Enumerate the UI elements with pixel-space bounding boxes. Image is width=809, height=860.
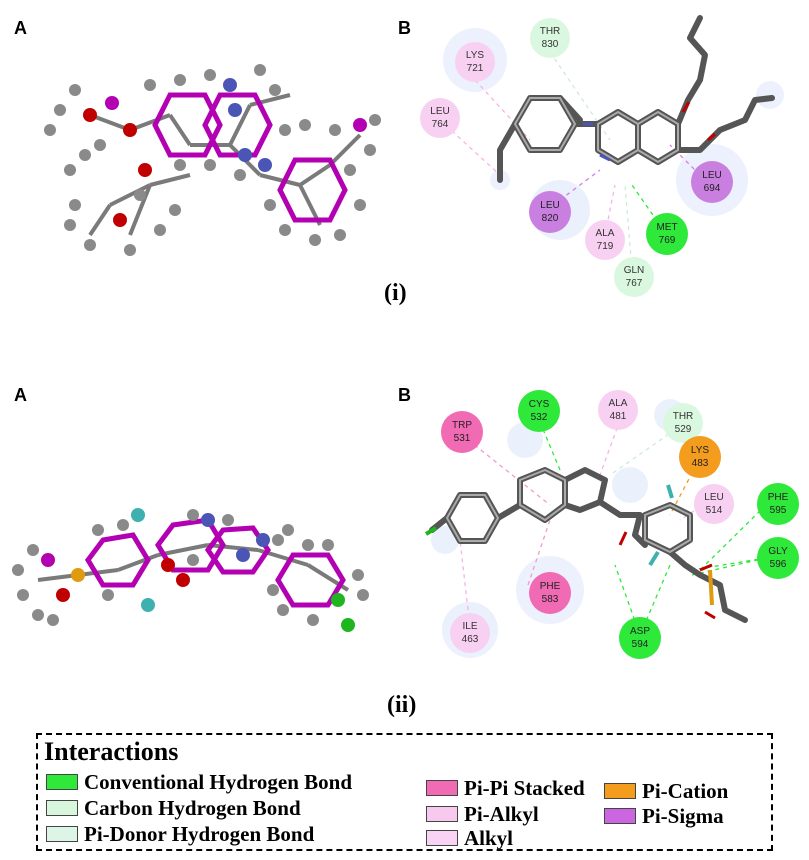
svg-text:596: 596 [770, 559, 787, 570]
svg-text:820: 820 [542, 213, 559, 224]
ligand-3d-model-top [44, 64, 381, 256]
svg-text:ASP: ASP [630, 626, 650, 637]
legend-item-pi-donor-hb: Pi-Donor Hydrogen Bond [46, 822, 314, 846]
svg-text:514: 514 [706, 505, 723, 516]
legend-item-pi-sigma: Pi-Sigma [604, 804, 724, 828]
legend-swatch [46, 826, 78, 842]
svg-text:GLN: GLN [624, 265, 645, 276]
legend-item-alkyl: Alkyl [426, 826, 513, 850]
residue-ala-719: ALA 719 [585, 220, 625, 260]
legend-item-pi-pi-stacked: Pi-Pi Stacked [426, 776, 585, 800]
residue-lys-721: LYS 721 [455, 42, 495, 82]
svg-text:GLY: GLY [768, 546, 788, 557]
svg-text:MET: MET [656, 222, 677, 233]
svg-text:531: 531 [454, 433, 471, 444]
residue-phe-583: PHE 583 [529, 572, 571, 614]
residue-leu-694: LEU 694 [691, 161, 733, 203]
legend-item-pi-cation: Pi-Cation [604, 779, 728, 803]
svg-text:764: 764 [432, 119, 449, 130]
svg-text:THR: THR [540, 26, 561, 37]
svg-text:PHE: PHE [540, 581, 561, 592]
residue-phe-595: PHE 595 [757, 483, 799, 525]
svg-text:694: 694 [704, 183, 721, 194]
legend-title: Interactions [44, 737, 179, 766]
panel-caption-ii: (ii) [387, 692, 417, 718]
svg-text:595: 595 [770, 505, 787, 516]
panel-label-bottom-a: A [14, 385, 27, 405]
panel-label-top-b: B [398, 18, 411, 38]
svg-text:LYS: LYS [466, 50, 484, 61]
svg-text:594: 594 [632, 639, 649, 650]
residue-gln-767: GLN 767 [614, 257, 654, 297]
residue-cys-532: CYS 532 [518, 390, 560, 432]
legend-swatch [426, 830, 458, 846]
residue-trp-531: TRP 531 [441, 411, 483, 453]
legend-item-conventional-hb: Conventional Hydrogen Bond [46, 770, 352, 794]
svg-text:483: 483 [692, 458, 709, 469]
svg-text:769: 769 [659, 235, 676, 246]
legend-swatch [426, 806, 458, 822]
svg-text:LEU: LEU [704, 492, 723, 503]
atom-spheres-bottom [41, 508, 355, 632]
svg-text:721: 721 [467, 63, 484, 74]
legend-swatch [426, 780, 458, 796]
panel-label-top-a: A [14, 18, 27, 38]
interaction-diagram-i: THR 830 LYS 721 LEU 764 LEU 820 ALA 719 … [420, 15, 784, 297]
interactions-legend: Interactions Conventional Hydrogen Bond … [36, 733, 773, 851]
legend-item-carbon-hb: Carbon Hydrogen Bond [46, 796, 301, 820]
atom-spheres [83, 78, 367, 227]
legend-swatch [46, 774, 78, 790]
panel-caption-i: (i) [384, 280, 407, 306]
interaction-diagram-ii: TRP 531 CYS 532 ALA 481 THR 529 LYS 483 … [424, 390, 799, 659]
legend-item-pi-alkyl: Pi-Alkyl [426, 802, 539, 826]
svg-text:ILE: ILE [462, 621, 477, 632]
residue-leu-764: LEU 764 [420, 98, 460, 138]
ligand-3d-model-bottom [12, 508, 369, 632]
residue-leu-820: LEU 820 [529, 191, 571, 233]
svg-text:719: 719 [597, 241, 614, 252]
residue-lys-483: LYS 483 [679, 436, 721, 478]
residue-gly-596: GLY 596 [757, 537, 799, 579]
residue-ile-463: ILE 463 [450, 613, 490, 653]
svg-text:TRP: TRP [452, 420, 472, 431]
svg-text:767: 767 [626, 278, 643, 289]
svg-text:CYS: CYS [529, 399, 550, 410]
svg-text:529: 529 [675, 424, 692, 435]
residue-ala-481: ALA 481 [598, 390, 638, 430]
residue-met-769: MET 769 [646, 213, 688, 255]
residue-leu-514: LEU 514 [694, 484, 734, 524]
svg-text:ALA: ALA [596, 228, 615, 239]
svg-text:LYS: LYS [691, 445, 709, 456]
svg-text:532: 532 [531, 412, 548, 423]
svg-text:463: 463 [462, 634, 479, 645]
panel-label-bottom-b: B [398, 385, 411, 405]
legend-swatch [46, 800, 78, 816]
legend-swatch [604, 808, 636, 824]
svg-text:LEU: LEU [540, 200, 559, 211]
svg-text:ALA: ALA [609, 398, 628, 409]
legend-swatch [604, 783, 636, 799]
residue-thr-529: THR 529 [663, 403, 703, 443]
svg-text:481: 481 [610, 411, 627, 422]
svg-text:LEU: LEU [430, 106, 449, 117]
svg-text:PHE: PHE [768, 492, 789, 503]
residue-thr-830: THR 830 [530, 18, 570, 58]
svg-text:THR: THR [673, 411, 694, 422]
svg-text:583: 583 [542, 594, 559, 605]
residue-asp-594: ASP 594 [619, 617, 661, 659]
svg-text:830: 830 [542, 39, 559, 50]
svg-text:LEU: LEU [702, 170, 721, 181]
